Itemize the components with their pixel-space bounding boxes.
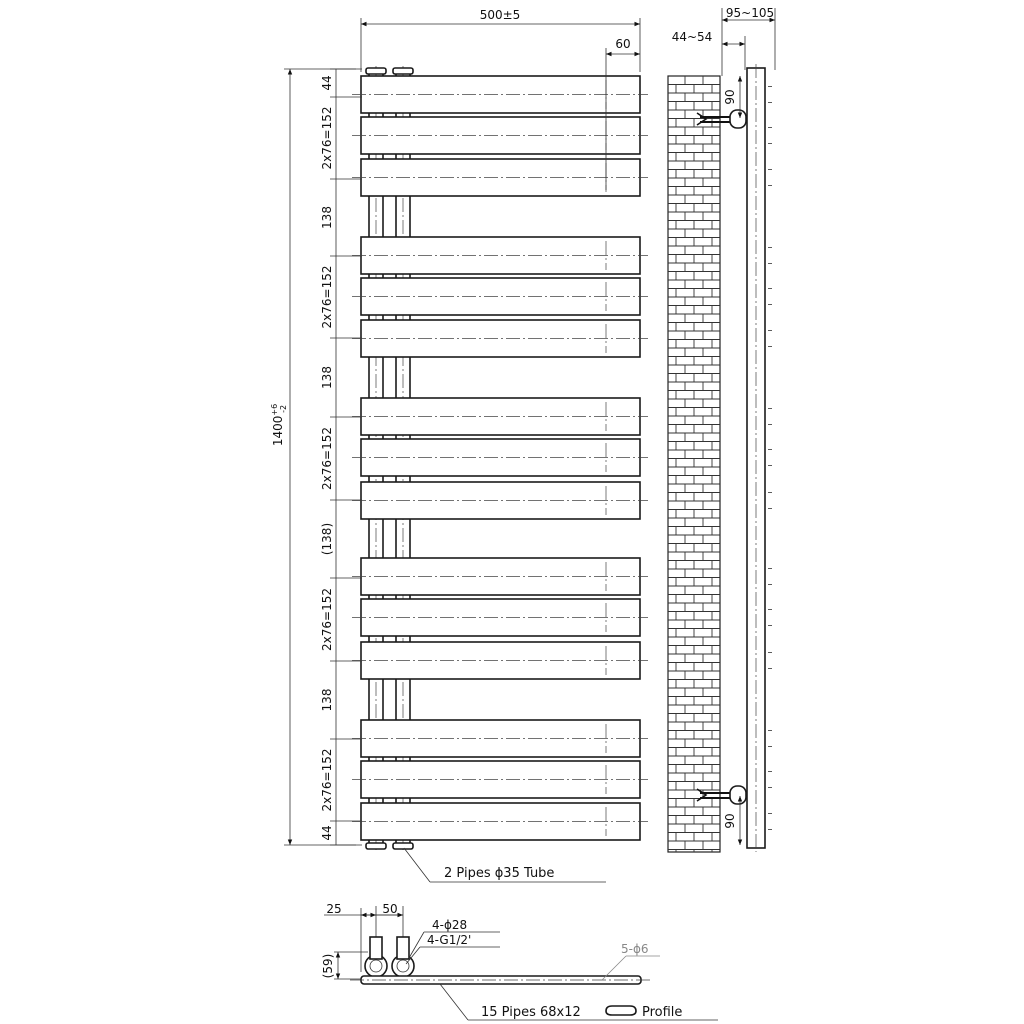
bar-side-profile [768, 408, 772, 425]
profile-shape-icon [605, 1005, 637, 1016]
wall-clearance-label: 44~54 [672, 30, 713, 44]
side-elevation: 95~105 44~54 90 90 [667, 6, 776, 853]
holes-label: 4-ϕ28 [432, 918, 467, 932]
height-chain-label: 2x76=152 [320, 588, 334, 651]
radiator-bar [352, 75, 648, 114]
bar-side-profile [768, 813, 772, 830]
radiator-bar [352, 438, 648, 477]
bar-side-profile [768, 449, 772, 466]
radiator-bar [352, 116, 648, 155]
side-pipe [746, 64, 766, 852]
bracket-dimensions: 90 90 [723, 76, 743, 845]
bar-side-profile [768, 652, 772, 669]
height-total-label: 1400+6-2 [270, 404, 288, 446]
height-chain-label: 2x76=152 [320, 107, 334, 170]
bar-side-profile [768, 771, 772, 788]
plan-dim-50: 50 [382, 902, 397, 916]
plan-callouts: 4-ϕ28 4-G1/2' 5-ϕ6 15 Pipes 68x12 Profil… [405, 918, 718, 1021]
pipes-callout-label: 2 Pipes ϕ35 Tube [444, 866, 554, 881]
radiator-bar [352, 719, 648, 758]
bar-side-profile [768, 730, 772, 747]
height-chain-label: 138 [320, 206, 334, 229]
height-chain-label: 44 [320, 75, 334, 90]
radiator-bar [352, 277, 648, 316]
plan-bar [350, 975, 650, 985]
radiator-bar [352, 158, 648, 197]
threads-label: 4-G1/2' [427, 933, 471, 947]
edge-offset-label: 60 [615, 37, 630, 51]
bar-side-profile [768, 288, 772, 305]
bar-side-profile [768, 609, 772, 626]
height-chain-label: (138) [320, 523, 334, 555]
plan-pipes [364, 936, 415, 978]
radiator-bar [352, 598, 648, 637]
bracket-bottom-label: 90 [723, 813, 737, 828]
radiator-bar [352, 802, 648, 841]
bar-side-profile [768, 568, 772, 585]
height-base: 1400 [271, 416, 285, 447]
side-bar-profiles [768, 86, 772, 830]
height-dimension: 1400+6-2 [270, 68, 356, 846]
height-tol-plus: +6 [270, 404, 279, 416]
brick-wall [667, 75, 721, 853]
bar-side-profile [768, 247, 772, 264]
plan-dim-25: 25 [326, 902, 341, 916]
radiator-bar [352, 236, 648, 275]
radiator-bar [352, 319, 648, 358]
radiator-bar [352, 557, 648, 596]
depth-dimensions: 95~105 44~54 [672, 6, 776, 76]
bar-side-profile [768, 127, 772, 144]
bar-side-profile [768, 86, 772, 103]
bracket-top-label: 90 [723, 89, 737, 104]
height-chain-label: 2x76=152 [320, 749, 334, 812]
height-chain-label: 138 [320, 689, 334, 712]
profile-prefix-label: 15 Pipes 68x12 [481, 1005, 581, 1020]
radiator-bar [352, 481, 648, 520]
bar-side-profile [768, 330, 772, 347]
height-chain-label: 2x76=152 [320, 427, 334, 490]
height-chain-label: 2x76=152 [320, 266, 334, 329]
front-elevation: 500±5 60 1400+6-2 44 2x76=152 138 2x76=152 1… [270, 8, 648, 852]
plan-dim-59: (59) [321, 954, 335, 979]
radiator-bar [352, 397, 648, 436]
horizontal-bars [352, 75, 648, 841]
height-chain-label: 44 [320, 825, 334, 840]
radiator-bar [352, 641, 648, 680]
radiator-bar [352, 760, 648, 799]
bar-side-profile [768, 492, 772, 509]
plan-view: 25 50 (59) 4-ϕ28 4-G1/2' [321, 902, 718, 1021]
height-chain-label: 138 [320, 366, 334, 389]
width-total-label: 500±5 [480, 8, 521, 22]
mount-holes-label: 5-ϕ6 [621, 942, 649, 956]
bar-side-profile [768, 169, 772, 186]
height-dimension-chain: 44 2x76=152 138 2x76=152 138 2x76=152 (138) 2x7… [320, 68, 362, 846]
width-dimension: 500±5 [360, 8, 641, 72]
edge-offset-dimension: 60 [605, 37, 640, 190]
plan-dimensions: 25 50 (59) [321, 902, 404, 980]
pipes-callout: 2 Pipes ϕ35 Tube [403, 847, 606, 883]
profile-suffix-label: Profile [642, 1005, 682, 1020]
depth-total-label: 95~105 [726, 6, 774, 20]
height-tol-minus: -2 [279, 405, 288, 413]
